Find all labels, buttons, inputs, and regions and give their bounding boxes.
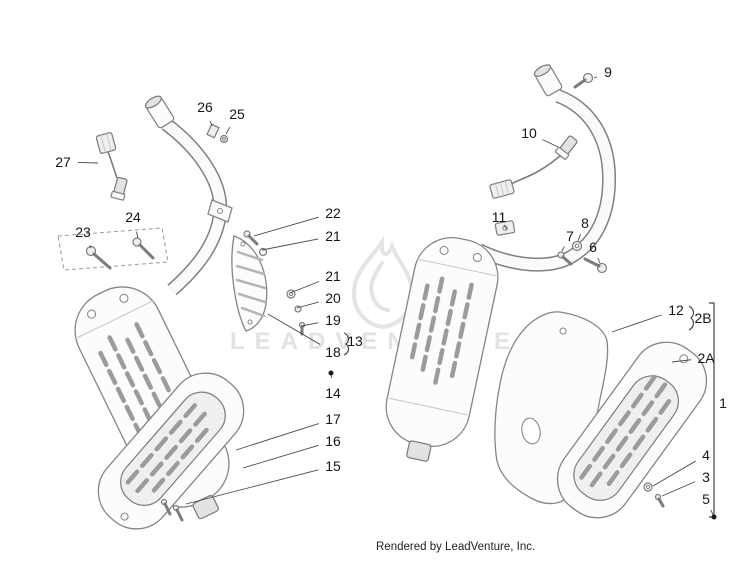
left-exhaust-assembly: [57, 95, 306, 530]
leader-line-18: [267, 313, 321, 345]
callout-9: 9: [604, 64, 612, 80]
bracket-13: [343, 332, 350, 356]
cover-fasteners: [643, 482, 665, 508]
callout-24: 24: [125, 209, 141, 225]
callout-22: 22: [325, 205, 341, 221]
screw-7: [557, 251, 573, 266]
leader-line-27: [77, 161, 99, 164]
callout-19: 19: [325, 312, 341, 328]
leader-line-9: [593, 76, 598, 79]
flame-watermark-icon: [351, 235, 415, 330]
muffler-cover-shield-left: [97, 372, 245, 530]
right-exhaust-assembly: [385, 64, 708, 519]
callout-16: 16: [325, 433, 341, 449]
callout-13: 13: [347, 333, 363, 349]
callout-10: 10: [521, 125, 537, 141]
right-exhaust-outlet-tip: [406, 440, 432, 462]
leader-line-6: [597, 257, 601, 264]
leader-line-20: [296, 301, 319, 309]
leader-line-12: [611, 314, 662, 333]
callout-21: 21: [325, 228, 341, 244]
leader-line-22: [253, 216, 319, 237]
washer-21-upper: [258, 247, 268, 257]
leader-dot-5: [711, 514, 717, 520]
bolt-6: [583, 257, 608, 274]
callout-27: 27: [55, 154, 71, 170]
callout-15: 15: [325, 458, 341, 474]
nut-26: [206, 123, 220, 139]
leader-line-19: [300, 322, 319, 327]
right-muffler-body: [385, 236, 499, 462]
flame-watermark-inner: [369, 261, 390, 312]
leader-line-17: [235, 423, 319, 451]
callout-6: 6: [589, 239, 597, 255]
callout-20: 20: [325, 290, 341, 306]
left-inlet-flange: [144, 95, 175, 129]
oxygen-sensor: [95, 132, 128, 201]
leader-line-16: [242, 444, 319, 469]
callout-11: 11: [492, 209, 507, 225]
leader-line-8: [577, 234, 582, 242]
bolt-23: [85, 245, 112, 270]
mounting-kit-dashed-box: [57, 227, 169, 271]
muffler-cover-2A: [556, 341, 708, 519]
leader-line-10: [542, 139, 559, 148]
callout-2B: 2B: [694, 310, 711, 326]
callout-18: 18: [325, 344, 341, 360]
leader-line-25: [225, 126, 231, 135]
callout-3: 3: [702, 469, 710, 485]
callout-8: 8: [581, 215, 589, 231]
callout-25: 25: [229, 106, 245, 122]
leader-line-4: [652, 460, 696, 487]
leader-line-11: [503, 224, 508, 230]
screw-22: [243, 230, 259, 246]
callout-7: 7: [566, 228, 574, 244]
screws-15: [160, 498, 184, 522]
leader-line-2A: [671, 359, 692, 363]
callout-17: 17: [325, 411, 341, 427]
lambda-sensor: [489, 135, 578, 199]
leader-line-7: [561, 246, 565, 252]
leader-line-24: [136, 231, 139, 239]
render-credit: Rendered by LeadVenture, Inc.: [376, 541, 536, 553]
callout-1: 1: [719, 395, 727, 411]
leader-line-15: [185, 469, 319, 505]
leader-line-21: [289, 281, 320, 294]
bolt-24: [132, 237, 155, 260]
leader-dot-14: [328, 370, 334, 376]
pipe-bracket: [207, 199, 233, 223]
callout-26: 26: [197, 99, 213, 115]
callout-5: 5: [702, 491, 710, 507]
callout-12: 12: [668, 302, 684, 318]
right-header-pipe-fill: [476, 90, 615, 271]
callout-14: 14: [325, 385, 341, 401]
callout-4: 4: [702, 447, 710, 463]
leader-line-23: [89, 245, 92, 249]
leader-line-3: [661, 481, 696, 497]
leader-line-21: [261, 238, 319, 251]
screw-3: [654, 493, 665, 508]
bracket-2B: [688, 305, 695, 331]
callout-23: 23: [75, 224, 91, 240]
pipe-heat-shield: [231, 235, 268, 332]
callout-2A: 2A: [697, 350, 715, 366]
bolt-9: [573, 72, 594, 89]
callout-21: 21: [325, 268, 341, 284]
leader-line-26: [209, 120, 213, 127]
right-inlet-flange: [533, 64, 563, 97]
